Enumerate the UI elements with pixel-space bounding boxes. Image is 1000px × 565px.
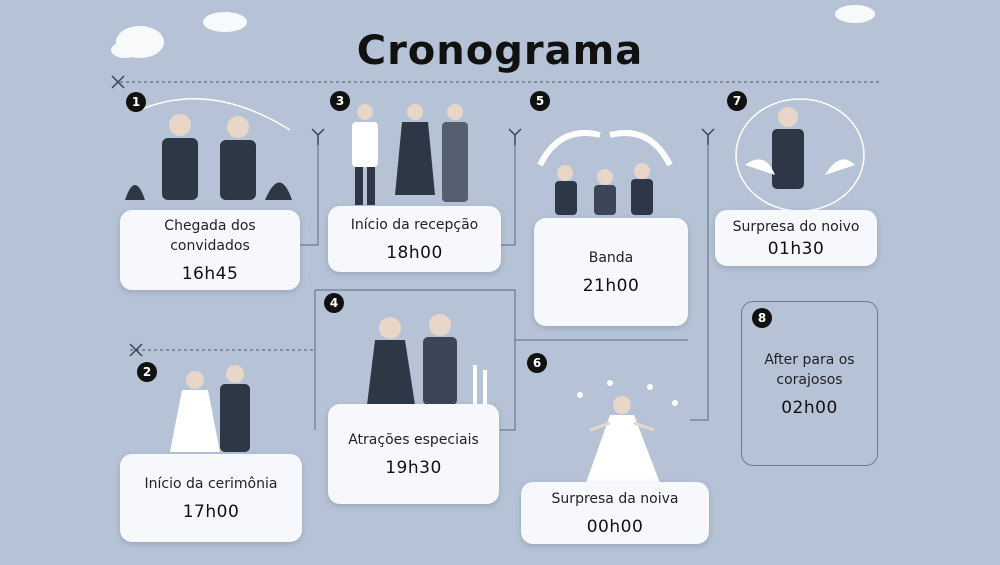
- step-badge-5: 5: [530, 91, 550, 111]
- step-badge-4: 4: [324, 293, 344, 313]
- event-card-7: Surpresa do noivo 01h30: [715, 210, 877, 266]
- event-label: After para os corajosos: [764, 351, 855, 388]
- band-illustration: [537, 130, 673, 215]
- event-label: Surpresa da noiva: [551, 491, 679, 507]
- page-title: Cronograma: [356, 28, 644, 74]
- event-time: 21h00: [582, 276, 640, 296]
- event-time: 02h00: [781, 397, 838, 418]
- event-card-1: Chegada dos convidados 16h45: [120, 210, 300, 290]
- special-attractions-illustration: [367, 314, 487, 405]
- event-time: 01h30: [767, 239, 825, 259]
- event-time: 17h00: [182, 502, 240, 522]
- event-label: Surpresa do noivo: [732, 219, 860, 235]
- event-time: 00h00: [586, 517, 644, 537]
- event-card-4: Atrações especiais 19h30: [328, 404, 499, 504]
- step-badge-3: 3: [330, 91, 350, 111]
- event-label: Atrações especiais: [348, 432, 479, 448]
- guests-arrival-illustration: [125, 98, 292, 200]
- event-card-5: Banda 21h00: [534, 218, 688, 326]
- event-card-8: After para os corajosos 02h00: [741, 301, 878, 466]
- event-card-6: Surpresa da noiva 00h00: [521, 482, 709, 544]
- groom-surprise-illustration: [735, 98, 865, 212]
- event-time: 19h30: [385, 458, 442, 478]
- event-label: Banda: [588, 250, 634, 266]
- event-label: Chegada dos convidados: [164, 218, 256, 254]
- event-card-2: Início da cerimônia 17h00: [120, 454, 302, 542]
- event-label: Início da cerimônia: [144, 476, 278, 492]
- bride-surprise-illustration: [577, 380, 678, 483]
- step-badge-1: 1: [126, 92, 146, 112]
- step-badge-8: 8: [752, 308, 772, 328]
- ceremony-illustration: [170, 365, 250, 452]
- event-time: 18h00: [386, 243, 443, 263]
- step-badge-7: 7: [727, 91, 747, 111]
- step-badge-6: 6: [527, 353, 547, 373]
- event-card-3: Início da recepção 18h00: [328, 206, 501, 272]
- event-label: Início da recepção: [350, 217, 479, 233]
- event-time: 16h45: [181, 264, 239, 284]
- reception-illustration: [352, 104, 468, 205]
- step-badge-2: 2: [137, 362, 157, 382]
